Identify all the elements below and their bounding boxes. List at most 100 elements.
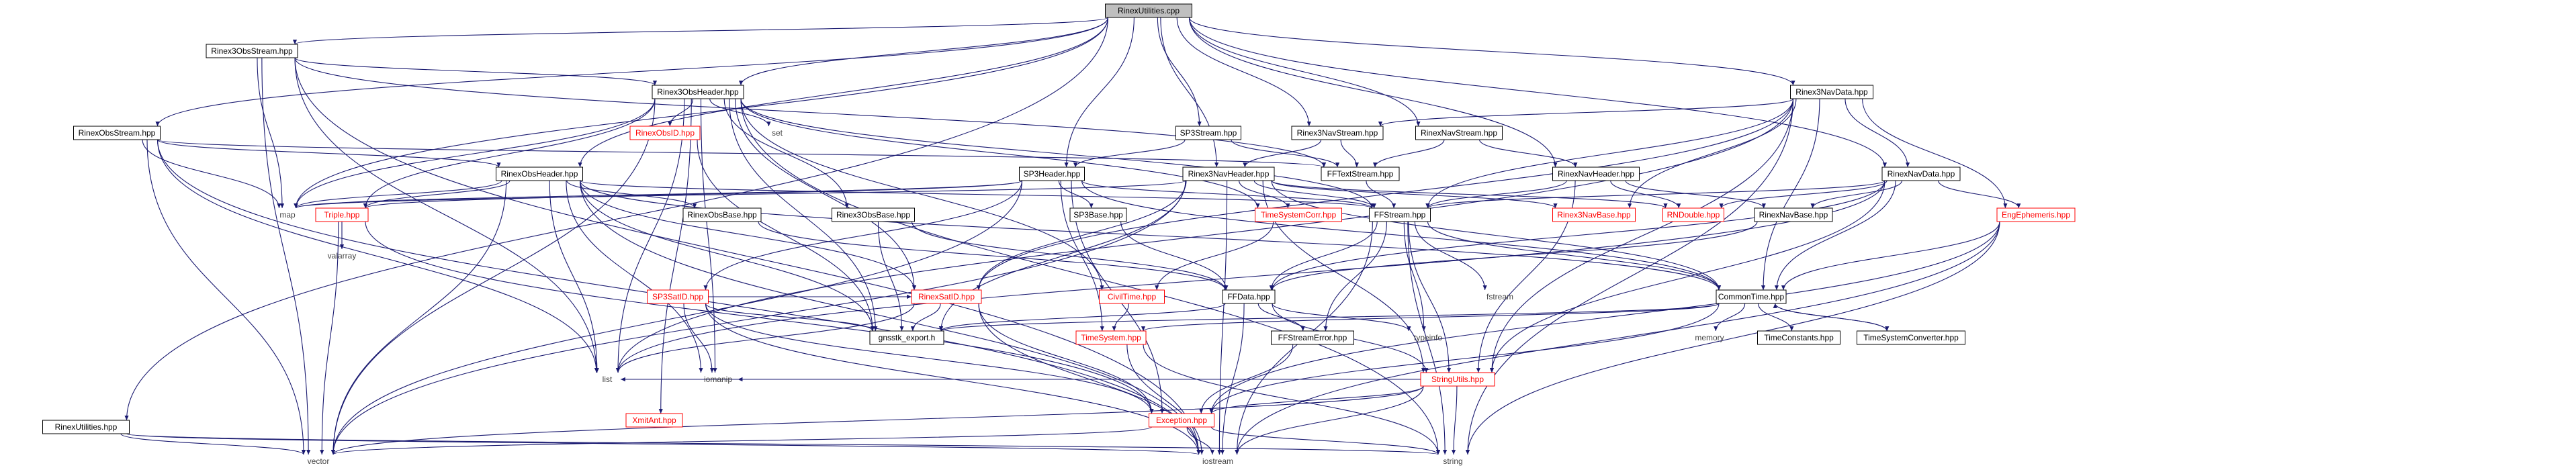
node-time-system-corr-hpp[interactable]: TimeSystemCorr.hpp bbox=[1255, 207, 1342, 222]
edge-sp3-header-hpp-to-sp3-base-hpp bbox=[1058, 180, 1094, 209]
node-label: Rinex3NavStream.hpp bbox=[1297, 128, 1378, 138]
node-label: CivilTime.hpp bbox=[1108, 292, 1157, 301]
edge-rinex3-obs-header-hpp-to-string bbox=[740, 98, 1441, 455]
node-box bbox=[1552, 207, 1636, 222]
edge-rinex3-nav-data-hpp-to-string bbox=[1465, 98, 1794, 455]
edge-sp3-header-hpp-to-map bbox=[294, 180, 1023, 209]
edge-rinex-utilities-cpp-to-sp3-header-hpp bbox=[1064, 17, 1135, 168]
node-fftext-stream-hpp[interactable]: FFTextStream.hpp bbox=[1321, 166, 1400, 181]
edge-sp3-sat-id-hpp-to-gnsstk-export-h bbox=[705, 303, 875, 332]
node-rinex-obs-stream-hpp[interactable]: RinexObsStream.hpp bbox=[73, 126, 161, 140]
edge-rinex3-nav-header-hpp-to-gnsstk-export-h bbox=[938, 180, 1186, 332]
node-label: vector bbox=[308, 457, 330, 466]
node-rinex-obs-id-hpp[interactable]: RinexObsID.hpp bbox=[629, 126, 701, 140]
node-rinex-nav-stream-hpp[interactable]: RinexNavStream.hpp bbox=[1415, 126, 1503, 140]
node-common-time-hpp[interactable]: CommonTime.hpp bbox=[1716, 289, 1787, 304]
node-rinex-utilities-hpp[interactable]: RinexUtilities.hpp bbox=[42, 420, 130, 434]
edge-rinex-utilities-cpp-to-sp3-stream-hpp bbox=[1157, 17, 1202, 127]
node-sp3-base-hpp[interactable]: SP3Base.hpp bbox=[1069, 207, 1127, 222]
node-rinex-nav-base-hpp[interactable]: RinexNavBase.hpp bbox=[1754, 207, 1833, 222]
node-rinex-nav-data-hpp[interactable]: RinexNavData.hpp bbox=[1881, 166, 1961, 181]
node-box bbox=[869, 330, 944, 345]
edge-rinex-nav-base-hpp-to-ffdata-hpp bbox=[1270, 221, 1758, 291]
node-box bbox=[1321, 166, 1400, 181]
node-box bbox=[1291, 126, 1384, 140]
edge-rinex-nav-data-hpp-to-ffstream-hpp bbox=[1425, 180, 1885, 209]
edge-rinex3-obs-header-hpp-to-triple-hpp bbox=[363, 98, 656, 209]
node-rinex3-nav-stream-hpp[interactable]: Rinex3NavStream.hpp bbox=[1291, 126, 1384, 140]
node-box bbox=[1019, 166, 1085, 181]
node-sp3-header-hpp[interactable]: SP3Header.hpp bbox=[1019, 166, 1085, 181]
node-rinex-nav-header-hpp[interactable]: RinexNavHeader.hpp bbox=[1552, 166, 1640, 181]
node-label: iostream bbox=[1202, 457, 1233, 466]
node-time-constants-hpp[interactable]: TimeConstants.hpp bbox=[1757, 330, 1840, 345]
edge-rinex3-obs-header-hpp-to-rinex-obs-id-hpp bbox=[668, 98, 694, 127]
node-box bbox=[42, 420, 130, 434]
node-time-system-hpp[interactable]: TimeSystem.hpp bbox=[1075, 330, 1147, 345]
node-rinex3-obs-stream-hpp[interactable]: Rinex3ObsStream.hpp bbox=[206, 44, 298, 58]
edge-rinex-utilities-cpp-to-map bbox=[294, 17, 1109, 209]
node-civil-time-hpp[interactable]: CivilTime.hpp bbox=[1099, 289, 1165, 304]
node-rinex-utilities-cpp[interactable]: RinexUtilities.cpp bbox=[1105, 3, 1192, 18]
edge-time-system-hpp-to-iostream bbox=[1126, 344, 1204, 455]
node-gpsephemeris-hpp[interactable]: EngEphemeris.hpp bbox=[1996, 207, 2076, 222]
edge-rinex-nav-stream-hpp-to-fftext-stream-hpp bbox=[1373, 139, 1445, 168]
node-sp3-stream-hpp[interactable]: SP3Stream.hpp bbox=[1175, 126, 1241, 140]
node-label: TimeSystemConverter.hpp bbox=[1863, 333, 1959, 342]
edge-rinex-nav-data-hpp-to-string-utils-hpp bbox=[1489, 180, 1885, 373]
edge-rinex-utilities-hpp-to-iostream bbox=[126, 433, 1200, 455]
node-sp3-sat-id-hpp[interactable]: SP3SatID.hpp bbox=[647, 289, 709, 304]
edge-rinex3-nav-data-hpp-to-rinex3-nav-base-hpp bbox=[1628, 98, 1797, 209]
node-label: RNDouble.hpp bbox=[1667, 210, 1720, 220]
node-rinex-obs-header-hpp[interactable]: RinexObsHeader.hpp bbox=[496, 166, 583, 181]
node-label: RinexSatID.hpp bbox=[918, 292, 975, 301]
node-rinex3-nav-base-hpp[interactable]: Rinex3NavBase.hpp bbox=[1552, 207, 1636, 222]
edge-rinex-nav-data-hpp-to-rndouble-hpp bbox=[1719, 180, 1887, 209]
node-time-system-converter-hpp[interactable]: TimeSystemConverter.hpp bbox=[1857, 330, 1965, 345]
node-label: Rinex3NavBase.hpp bbox=[1557, 210, 1631, 220]
node-iomanip: iomanip bbox=[704, 375, 732, 384]
edge-rinex-obs-header-hpp-to-list bbox=[549, 180, 599, 373]
node-box bbox=[1754, 207, 1833, 222]
edge-rinex-obs-header-hpp-to-gnsstk-export-h bbox=[579, 180, 875, 332]
node-box bbox=[1075, 330, 1147, 345]
edge-rinex-obs-stream-hpp-to-vector bbox=[146, 139, 306, 455]
edge-triple-hpp-to-exception-hpp bbox=[365, 221, 1154, 414]
node-label: TimeSystem.hpp bbox=[1081, 333, 1141, 342]
edge-rinex-nav-header-hpp-to-rinex-nav-base-hpp bbox=[1625, 180, 1766, 209]
edge-common-time-hpp-to-gnsstk-export-h bbox=[939, 303, 1720, 332]
edge-rinex3-nav-header-hpp-to-time-system-corr-hpp bbox=[1239, 180, 1290, 209]
node-string-utils-hpp[interactable]: StringUtils.hpp bbox=[1420, 372, 1495, 387]
node-rinex-obs-base-hpp[interactable]: RinexObsBase.hpp bbox=[682, 207, 762, 222]
node-label: FFTextStream.hpp bbox=[1327, 169, 1394, 179]
node-label: Rinex3ObsHeader.hpp bbox=[657, 87, 739, 97]
node-box bbox=[1552, 166, 1640, 181]
node-xmit-ant-hpp[interactable]: XmitAnt.hpp bbox=[625, 413, 683, 428]
node-label: EngEphemeris.hpp bbox=[2002, 210, 2070, 220]
edge-rinex3-obs-header-hpp-to-set bbox=[709, 98, 771, 127]
node-box bbox=[682, 207, 762, 222]
node-rinex3-obs-base-hpp[interactable]: Rinex3ObsBase.hpp bbox=[832, 207, 915, 222]
node-ffstream-error-hpp[interactable]: FFStreamError.hpp bbox=[1271, 330, 1354, 345]
node-rinex3-obs-header-hpp[interactable]: Rinex3ObsHeader.hpp bbox=[652, 85, 744, 99]
edge-rinex-utilities-cpp-to-rinex3-obs-stream-hpp bbox=[293, 17, 1109, 45]
node-triple-hpp[interactable]: Triple.hpp bbox=[315, 207, 369, 222]
node-box bbox=[652, 85, 744, 99]
edge-string-utils-hpp-to-exception-hpp bbox=[1209, 385, 1424, 414]
node-rinex3-nav-header-hpp[interactable]: Rinex3NavHeader.hpp bbox=[1182, 166, 1275, 181]
node-ffdata-hpp[interactable]: FFData.hpp bbox=[1222, 289, 1276, 304]
node-box bbox=[1415, 126, 1503, 140]
node-rinex3-nav-data-hpp[interactable]: Rinex3NavData.hpp bbox=[1790, 85, 1873, 99]
node-exception-hpp[interactable]: Exception.hpp bbox=[1149, 413, 1214, 428]
edge-rinex-obs-header-hpp-to-map bbox=[294, 180, 502, 209]
edge-rinex3-nav-data-hpp-to-string-utils-hpp bbox=[1489, 98, 1794, 373]
node-label: fstream bbox=[1486, 292, 1513, 301]
node-rndouble-hpp[interactable]: RNDouble.hpp bbox=[1662, 207, 1724, 222]
node-gnsstk-export-h[interactable]: gnsstk_export.h bbox=[869, 330, 944, 345]
node-box bbox=[206, 44, 298, 58]
edge-rinex3-nav-header-hpp-to-ffstream-hpp bbox=[1253, 180, 1376, 209]
node-rinex-sat-id-hpp[interactable]: RinexSatID.hpp bbox=[911, 289, 982, 304]
node-ffstream-hpp[interactable]: FFStream.hpp bbox=[1369, 207, 1431, 222]
edge-fftext-stream-hpp-to-ffstream-hpp bbox=[1366, 180, 1396, 209]
node-box bbox=[1420, 372, 1495, 387]
